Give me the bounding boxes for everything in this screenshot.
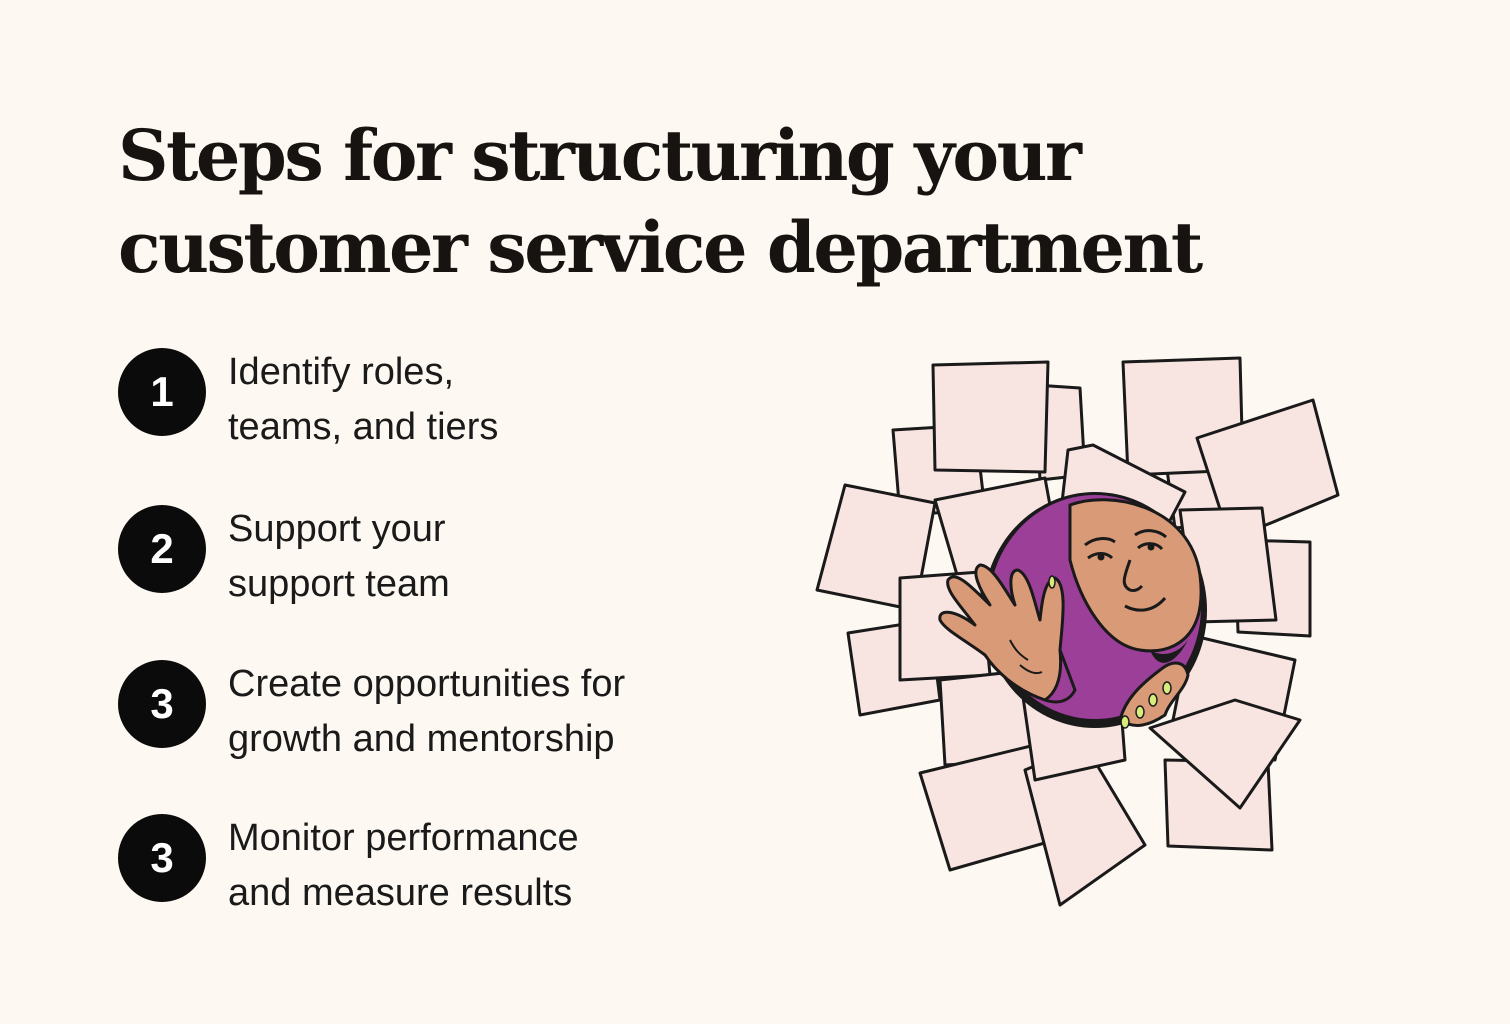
hand-crease: [1009, 639, 1029, 661]
step-number-badge: 1: [118, 348, 206, 436]
step-item-1: 1 Identify roles, teams, and tiers: [118, 345, 758, 455]
step-text-line-2: teams, and tiers: [228, 406, 499, 448]
step-text: Monitor performance and measure results: [228, 811, 748, 921]
left-pupil: [1097, 553, 1105, 561]
right-pupil: [1147, 543, 1155, 551]
person-peeking-through-sticky-notes-illustration: [800, 340, 1360, 920]
fingernail: [1135, 705, 1145, 719]
sticky-note: [931, 360, 1050, 474]
left-eyebrow: [1084, 537, 1116, 547]
wrist: [1044, 649, 1077, 704]
left-eye: [1087, 552, 1114, 560]
mouth: [1124, 596, 1167, 612]
step-text-line-1: Monitor performance: [228, 817, 579, 859]
step-text-line-1: Identify roles,: [228, 351, 454, 393]
step-text-line-2: support team: [228, 563, 450, 605]
step-text: Identify roles, teams, and tiers: [228, 345, 748, 455]
sticky-note: [1148, 698, 1302, 810]
step-text-line-1: Create opportunities for: [228, 663, 626, 705]
step-text-line-2: growth and mentorship: [228, 718, 615, 760]
step-item-2: 2 Support your support team: [118, 502, 758, 612]
page-title: Steps for structuring your customer serv…: [118, 110, 1268, 294]
fingernail: [1120, 715, 1130, 729]
page-title-line-2: customer service department: [118, 206, 1203, 289]
page-title-line-1: Steps for structuring your: [118, 114, 1082, 197]
fingernail: [1148, 693, 1158, 707]
step-number-badge: 3: [118, 660, 206, 748]
step-number-badge: 3: [118, 814, 206, 902]
step-number-badge: 2: [118, 505, 206, 593]
fingernail: [1048, 575, 1056, 589]
nose: [1122, 559, 1144, 592]
step-text-line-2: and measure results: [228, 872, 573, 914]
step-text: Create opportunities for growth and ment…: [228, 657, 748, 767]
neck: [1150, 635, 1190, 663]
fingernail: [1162, 681, 1172, 695]
hand-crease: [1019, 664, 1043, 675]
sticky-notes-svg: [815, 356, 1340, 907]
step-item-4: 3 Monitor performance and measure result…: [118, 811, 758, 921]
sticky-note: [1195, 398, 1340, 542]
right-eyebrow: [1134, 529, 1167, 539]
step-text: Support your support team: [228, 502, 748, 612]
step-text-line-1: Support your: [228, 508, 446, 550]
step-item-3: 3 Create opportunities for growth and me…: [118, 657, 758, 767]
